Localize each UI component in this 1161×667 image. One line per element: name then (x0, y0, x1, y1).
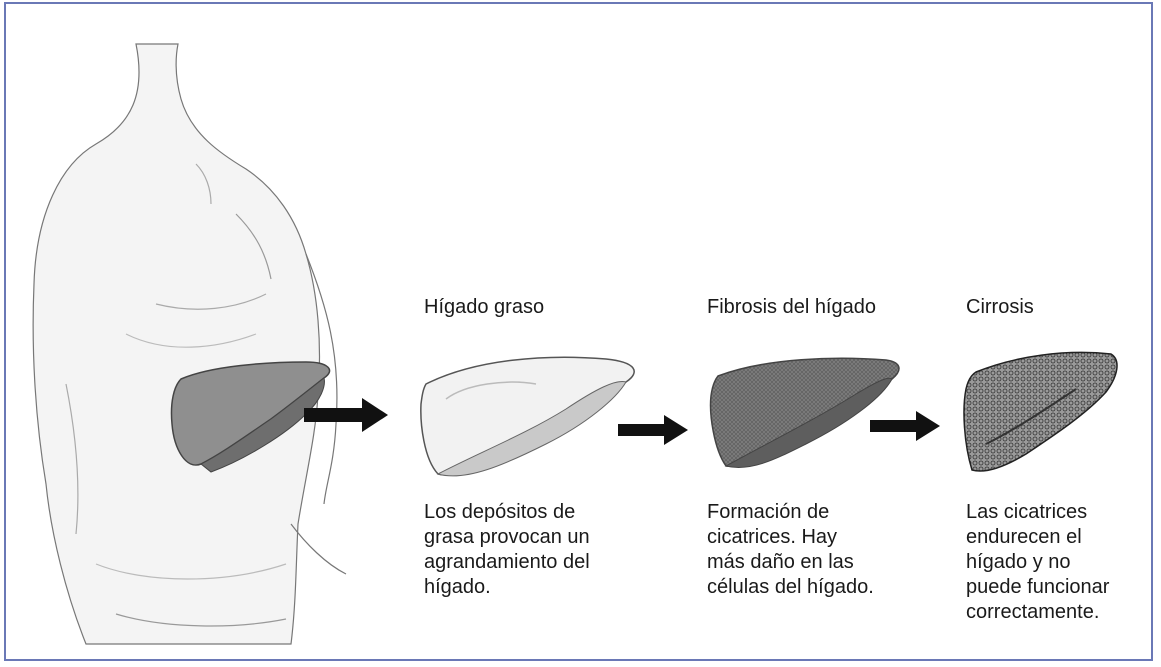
liver-icon (170, 361, 331, 473)
liver-icon (420, 356, 635, 477)
diagram-frame: Hígado graso Fibrosis del hígado Cirrosi… (4, 2, 1153, 661)
human-torso-illustration (32, 43, 347, 645)
arrow-right-icon (870, 411, 940, 441)
liver-icon (963, 351, 1118, 472)
stage-description-fatty-liver: Los depósitos de grasa provocan un agran… (424, 501, 590, 598)
arrow-right-icon (304, 398, 388, 432)
liver-icon (709, 357, 900, 468)
stage-title-liver-fibrosis: Fibrosis del hígado (707, 296, 876, 318)
diagram-artwork (32, 43, 1118, 645)
stage-title-cirrhosis: Cirrosis (966, 296, 1034, 318)
arrow-right-icon (618, 415, 688, 445)
stage-title-fatty-liver: Hígado graso (424, 296, 545, 318)
stage-description-cirrhosis: Las cicatrices endurecen el hígado y no … (966, 501, 1110, 623)
stage-description-liver-fibrosis: Formación de cicatrices. Hay más daño en… (707, 501, 874, 598)
